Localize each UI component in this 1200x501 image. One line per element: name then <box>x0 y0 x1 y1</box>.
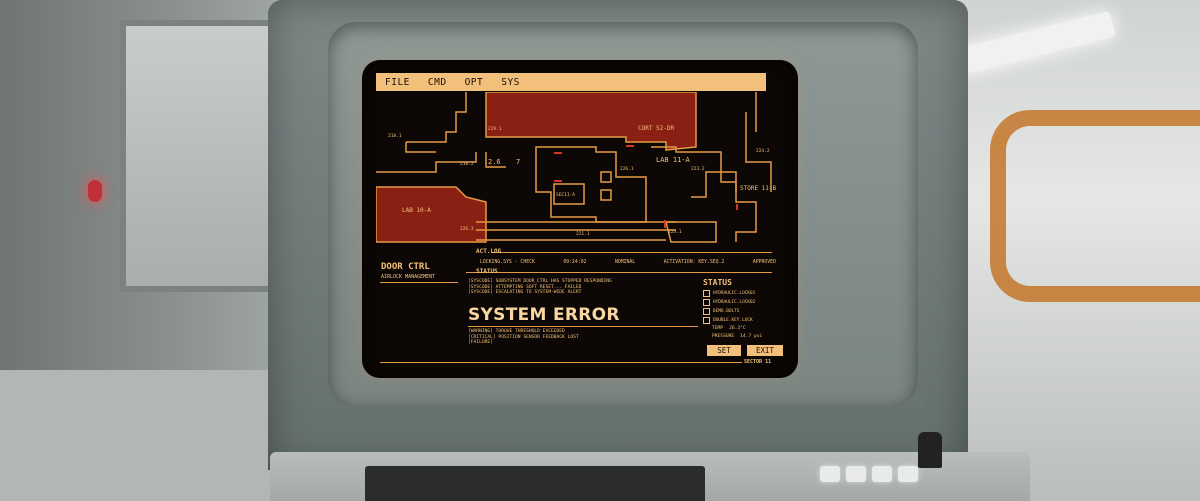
room-corr-52 <box>485 92 697 151</box>
act-log-title: ACT.LOG <box>476 248 502 255</box>
room-lab-10a <box>376 186 487 243</box>
message-line: [SYSCODE] ATTEMPTING SOFT RESET... FAILE… <box>468 284 582 290</box>
function-keys <box>820 466 918 482</box>
orange-hose <box>990 110 1200 302</box>
status-item[interactable]: DEMO.BOLTS <box>703 307 793 316</box>
warning-line: [WARNING] TORQUE THRESHOLD EXCEEDED <box>468 329 565 334</box>
act-log-rule <box>492 252 772 253</box>
error-rule <box>468 326 698 327</box>
status-header: STATUS <box>476 268 498 275</box>
door-ctrl-title: DOOR CTRL <box>381 262 430 272</box>
label-226-3: 226.3 <box>460 226 474 232</box>
room-stor-11b <box>691 171 757 242</box>
status-checkbox[interactable] <box>703 317 710 324</box>
menu-file[interactable]: FILE <box>385 76 410 88</box>
menu-sys[interactable]: SYS <box>501 76 520 88</box>
status-list: HYDRAULIC.LOCK01 HYDRAULIC.LOCK02 DEMO.B… <box>703 289 793 325</box>
door-rule <box>380 282 458 283</box>
warning-log: [WARNING] TORQUE THRESHOLD EXCEEDED [CRI… <box>468 329 698 346</box>
sensor-readout: TEMP 26.3°C PRESSURE 14.7 psi <box>712 325 792 341</box>
label-218-1: 218.1 <box>388 133 402 139</box>
log-col: APPROVED <box>752 260 776 265</box>
label-2-6: 2.6 <box>488 158 501 166</box>
label-226-1: 226.1 <box>620 166 634 172</box>
function-key[interactable] <box>820 466 840 482</box>
status-label: DOUBLE.KEY.LOCK <box>713 318 753 323</box>
label-223-2: 223.2 <box>691 166 705 172</box>
function-key[interactable] <box>846 466 866 482</box>
label-lab-10a: LAB 10-A <box>402 207 431 214</box>
status-checkbox[interactable] <box>703 290 710 297</box>
status-label: HYDRAULIC.LOCK02 <box>713 300 756 305</box>
label-223-1: 223.1 <box>668 229 682 235</box>
status-item[interactable]: HYDRAULIC.LOCK02 <box>703 298 793 307</box>
function-key[interactable] <box>872 466 892 482</box>
status-item[interactable]: HYDRAULIC.LOCK01 <box>703 289 793 298</box>
temp-value: 26.3°C <box>729 326 746 331</box>
menu-cmd[interactable]: CMD <box>427 76 447 88</box>
pressure-label: PRESSURE <box>712 334 735 339</box>
corridor-bottom <box>476 221 676 241</box>
menu-bar: FILE CMD OPT SYS <box>376 73 766 91</box>
set-button[interactable]: SET <box>707 345 741 356</box>
message-log: [SYSCODE] SUBSYSTEM DOOR_CTRL HAS STOPPE… <box>468 279 698 296</box>
room-218-1 <box>405 92 467 153</box>
door-ctrl-subtitle: AIRLOCK MANAGEMENT <box>381 274 436 280</box>
log-col: LOCKING.SYS - CHECK <box>480 260 535 265</box>
log-col: 09:24:02 <box>563 260 587 265</box>
label-221-1: 221.1 <box>576 231 590 237</box>
exit-button[interactable]: EXIT <box>747 345 783 356</box>
label-218-2: 218.2 <box>460 161 474 167</box>
room-center <box>535 146 647 223</box>
menu-opt[interactable]: OPT <box>464 76 484 88</box>
floor <box>0 370 300 501</box>
corridor-left <box>376 152 506 173</box>
temp-label: TEMP <box>712 326 724 331</box>
warning-line: [FAILURE] <box>468 340 493 346</box>
temp-row: TEMP 26.3°C <box>712 325 792 333</box>
status-label: DEMO.BOLTS <box>713 309 740 314</box>
status-label: HYDRAULIC.LOCK01 <box>713 291 756 296</box>
room-sec11a <box>553 183 585 205</box>
keyboard-keys[interactable] <box>365 466 705 501</box>
log-col: NOMINAL <box>614 260 636 265</box>
map-markers <box>554 145 738 228</box>
label-229-1: 229.1 <box>488 126 502 132</box>
label-corr-52-dr: CORT 52-DR <box>638 125 675 132</box>
label-224-2: 224.2 <box>756 148 770 154</box>
terminal-screen: FILE CMD OPT SYS <box>362 60 798 378</box>
message-line: [SYSCODE] SUBSYSTEM DOOR_CTRL HAS STOPPE… <box>468 279 612 284</box>
act-log-row: LOCKING.SYS - CHECK 09:24:02 NOMINAL ACT… <box>480 260 776 265</box>
corridor-right <box>665 221 717 243</box>
label-lab-11a: LAB 11-A <box>656 156 691 164</box>
label-stor-11b: STORE 11-B <box>740 185 777 192</box>
keyboard <box>270 432 1030 501</box>
system-error-title: SYSTEM ERROR <box>468 305 620 325</box>
joystick[interactable] <box>918 432 942 468</box>
background-doorway <box>120 20 282 292</box>
label-sec11a: SEC11-A <box>556 192 575 198</box>
bottom-rule <box>380 362 742 363</box>
sector-label: SECTOR 11 <box>744 359 772 365</box>
status-checkbox[interactable] <box>703 308 710 315</box>
warning-line: [CRITICAL] POSITION SENSOR FEEDBACK LOST <box>468 334 579 340</box>
label-7: 7 <box>516 158 520 166</box>
status-checkbox[interactable] <box>703 299 710 306</box>
status-rule <box>466 272 772 273</box>
status-item[interactable]: DOUBLE.KEY.LOCK <box>703 316 793 325</box>
pressure-row: PRESSURE 14.7 psi <box>712 333 792 341</box>
facility-map[interactable]: CORT 52-DR LAB 11-A STORE 11-B LAB 10-A … <box>376 92 786 262</box>
function-key[interactable] <box>898 466 918 482</box>
status-title: STATUS <box>703 278 732 287</box>
red-indicator-light <box>88 180 102 202</box>
message-line: [SYSCODE] ESCALATING TO SYSTEM-WIDE ALER… <box>468 290 582 296</box>
log-col: ACTIVATION: KEY.SEQ.2 <box>663 260 725 265</box>
pressure-value: 14.7 psi <box>740 334 763 339</box>
